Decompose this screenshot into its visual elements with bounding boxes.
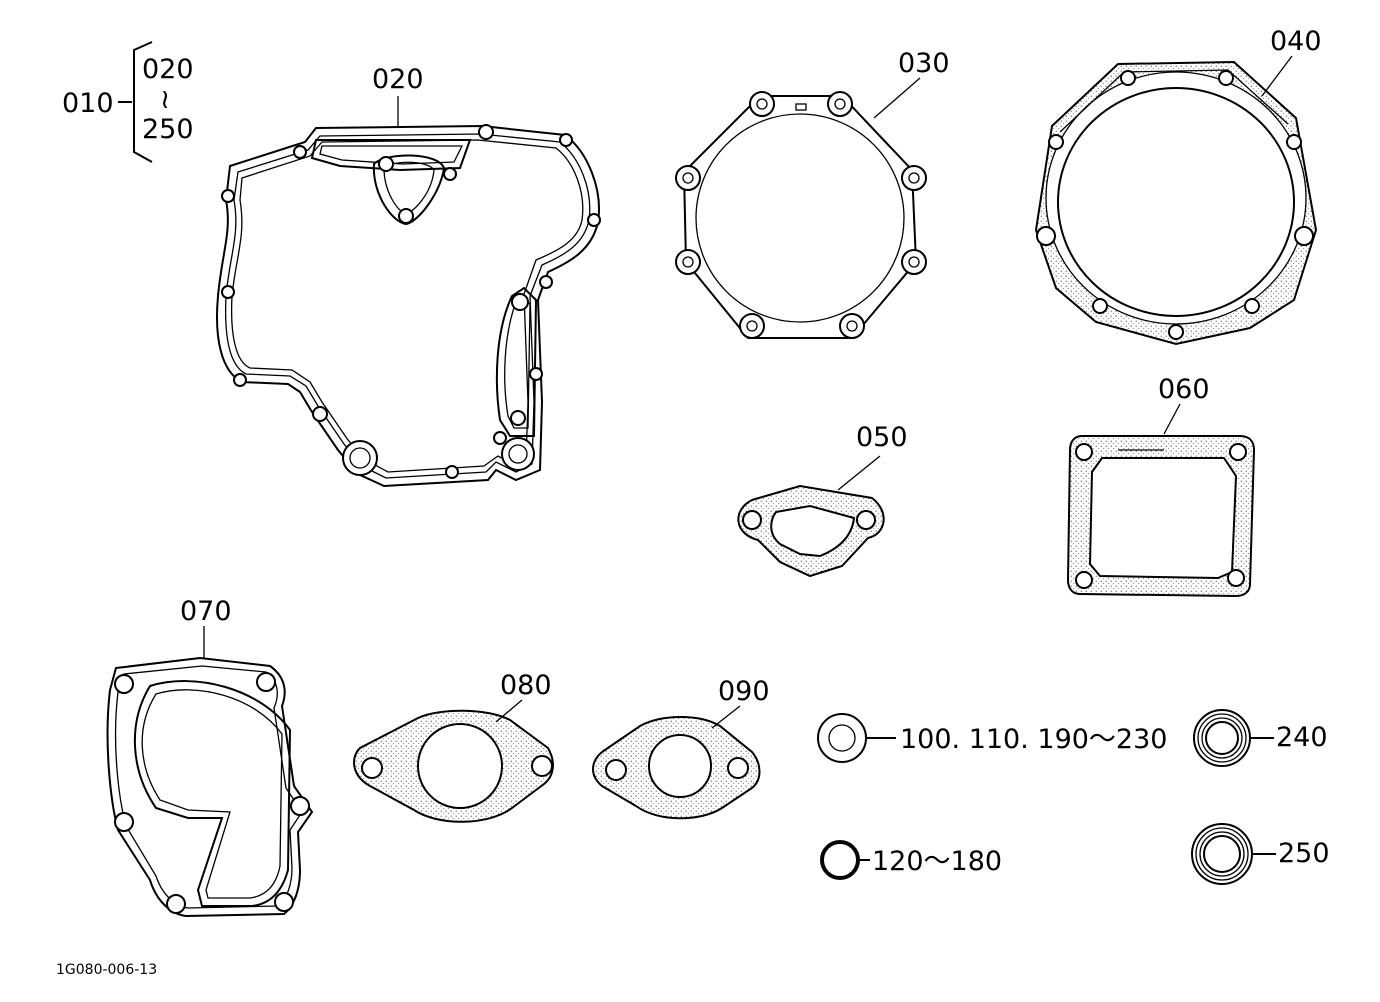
callout-070: 070 (180, 596, 232, 627)
gasket-060-square: 060 (1066, 374, 1256, 598)
callout-060: 060 (1158, 374, 1210, 405)
callout-100-110-190-230: 100. 110. 190～230 (900, 724, 1167, 755)
gasket-030-ring: 030 (675, 48, 950, 339)
gasket-040-housing: 040 (1034, 26, 1322, 346)
gasket-090-flange: 090 (592, 676, 770, 820)
set-label-010: 010 (62, 88, 114, 119)
callout-120-180: 120～180 (872, 846, 1002, 877)
callout-020: 020 (372, 64, 424, 95)
oil-seal-250: 250 (1191, 823, 1330, 885)
callout-090: 090 (718, 676, 770, 707)
washer-100-110-190-230: 100. 110. 190～230 (817, 713, 1167, 763)
callout-240: 240 (1276, 722, 1328, 753)
callout-040: 040 (1270, 26, 1322, 57)
callout-050: 050 (856, 422, 908, 453)
callout-030: 030 (898, 48, 950, 79)
range-tilde: ≀ (160, 84, 170, 115)
drawing-code: 1G080-006-13 (56, 962, 157, 978)
kit-set-bracket: 010 020 ≀ 250 (62, 41, 194, 163)
o-ring-120-180: 120～180 (820, 840, 1002, 880)
callout-250: 250 (1278, 838, 1330, 869)
range-top-020: 020 (142, 54, 194, 85)
gasket-050-cover: 050 (737, 422, 908, 578)
range-bottom-250: 250 (142, 114, 194, 145)
oil-seal-240: 240 (1193, 709, 1328, 767)
gasket-080-flange: 080 (353, 670, 554, 823)
gasket-070-water-pump: 070 (106, 596, 314, 918)
gasket-020-gear-case: 020 (216, 64, 601, 488)
callout-080: 080 (500, 670, 552, 701)
